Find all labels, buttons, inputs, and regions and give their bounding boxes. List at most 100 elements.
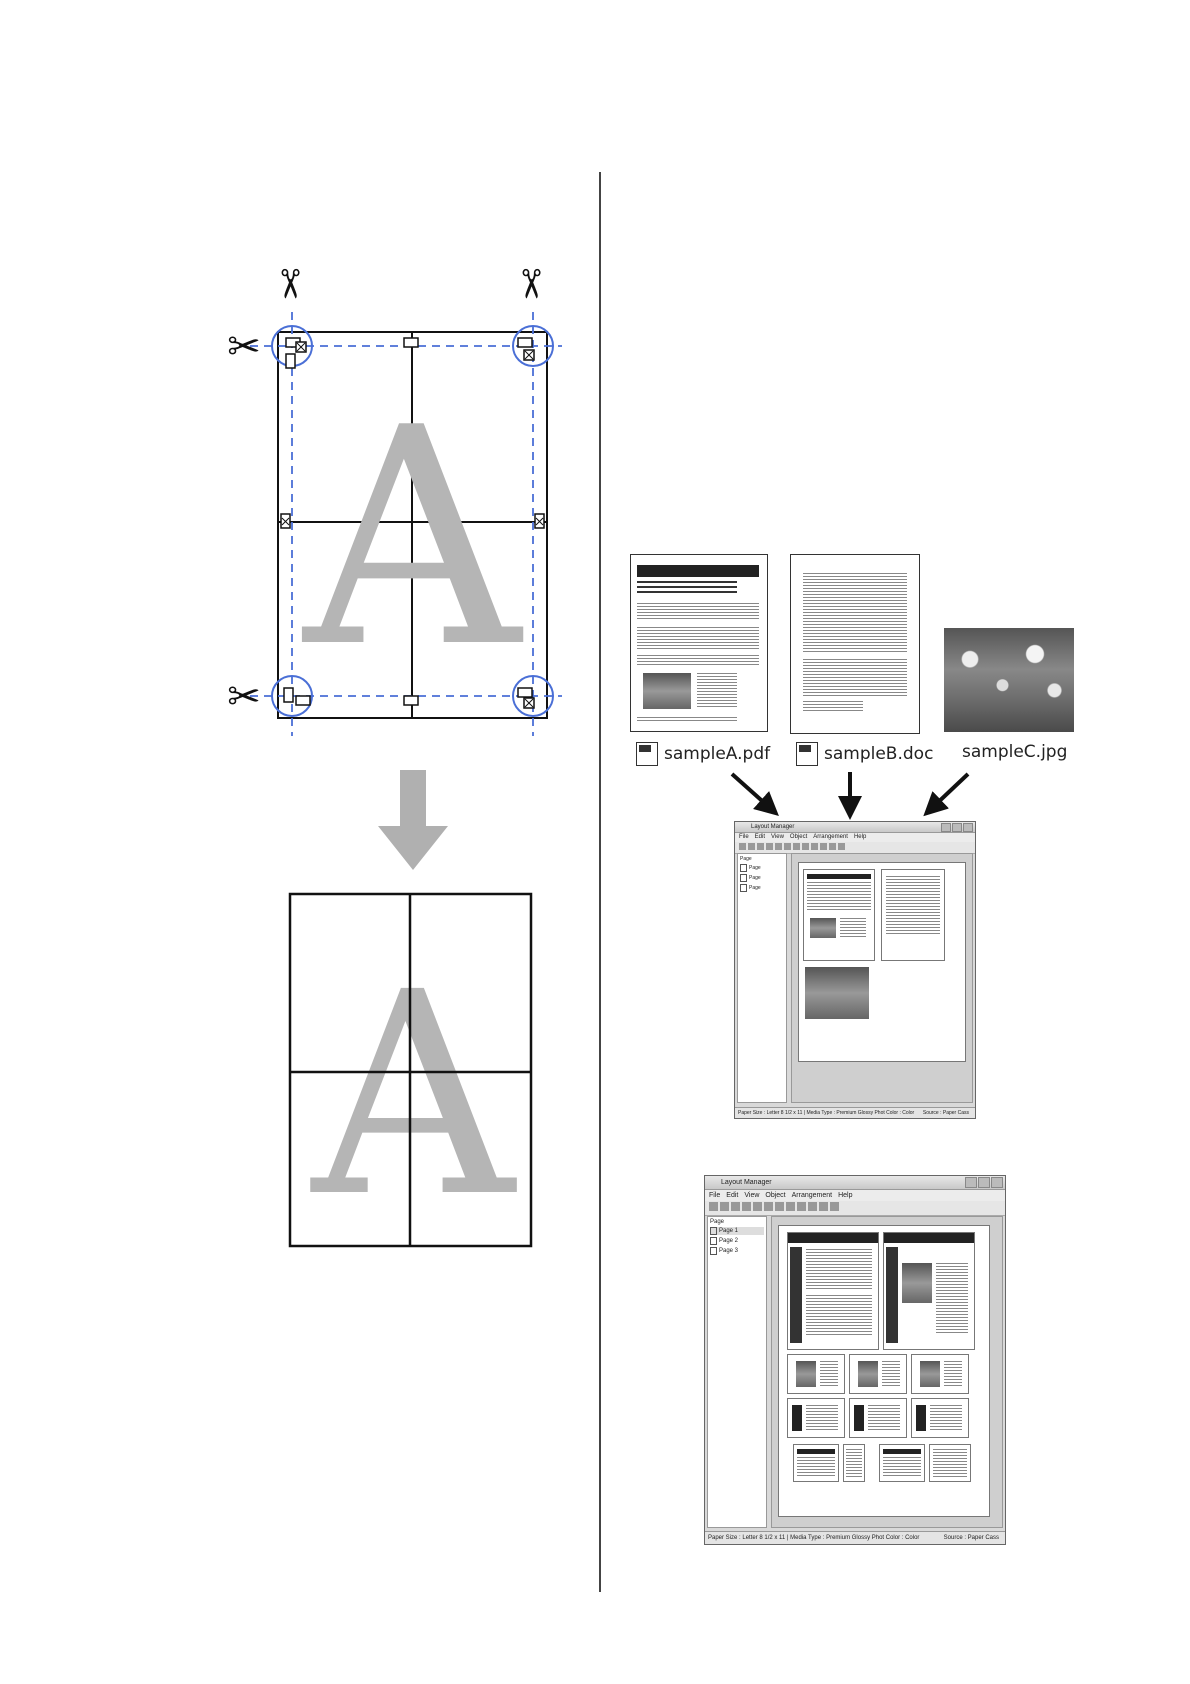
placed-thumb[interactable] [843,1444,865,1482]
tool-icon[interactable] [764,1202,773,1211]
page-list-item[interactable]: Page [740,884,784,892]
maximize-icon[interactable] [978,1177,990,1188]
tool-icon[interactable] [775,843,782,850]
print-sheet [778,1225,990,1517]
arrow-icon [923,772,970,817]
print-sheet [798,862,966,1062]
file-name-c: sampleC.jpg [962,742,1068,762]
status-bar: Paper Size : Letter 8 1/2 x 11 | Media T… [705,1531,1005,1544]
tool-icon[interactable] [786,1202,795,1211]
letter-a-glyph: A [308,933,518,1252]
close-icon[interactable] [991,1177,1003,1188]
tool-icon[interactable] [720,1202,729,1211]
assembled-poster: A [288,892,533,1252]
flow-arrows [730,772,970,820]
page-list-item[interactable]: Page 2 [710,1237,764,1245]
tool-icon[interactable] [753,1202,762,1211]
tool-icon[interactable] [811,843,818,850]
window-titlebar: Layout Manager [705,1176,1005,1190]
tool-icon[interactable] [709,1202,718,1211]
file-label-jpg: sampleC.jpg [962,742,1067,762]
close-icon[interactable] [963,823,973,832]
placed-thumb[interactable] [879,1444,925,1482]
status-text: Paper Size : Letter 8 1/2 x 11 | Media T… [738,1110,915,1116]
menu-file[interactable]: File [709,1192,721,1199]
window-title: Layout Manager [721,1179,772,1186]
menu-bar: File Edit View Object Arrangement Help [735,833,975,842]
tool-icon[interactable] [739,843,746,850]
tool-icon[interactable] [797,1202,806,1211]
menu-help[interactable]: Help [838,1192,853,1199]
svg-text:✂: ✂ [227,324,261,370]
placed-thumb[interactable] [787,1398,845,1438]
tool-icon[interactable] [766,843,773,850]
sample-doc-thumbnail [790,554,920,734]
letter-a-glyph: A [299,364,524,713]
svg-text:✂: ✂ [507,267,553,301]
menu-object[interactable]: Object [789,834,808,840]
menu-arrangement[interactable]: Arrangement [813,834,848,840]
placed-doc[interactable] [881,869,945,961]
page-list-item[interactable]: Page [740,864,784,872]
placed-jpg[interactable] [805,967,869,1019]
placed-thumb[interactable] [911,1354,969,1394]
page-panel: Page Page 1 Page 2 Page 3 [707,1216,767,1528]
page-list-item[interactable]: Page 1 [710,1227,764,1235]
menu-bar: File Edit View Object Arrangement Help [705,1190,1005,1201]
tool-icon[interactable] [784,843,791,850]
tool-icon[interactable] [742,1202,751,1211]
tool-icon[interactable] [830,1202,839,1211]
page-list-item[interactable]: Page [740,874,784,882]
menu-edit[interactable]: Edit [754,834,766,840]
placed-thumb[interactable] [787,1354,845,1394]
menu-view[interactable]: View [744,1192,760,1199]
status-text: Paper Size : Letter 8 1/2 x 11 | Media T… [708,1535,920,1541]
column-divider [599,172,601,1592]
placed-brochure-page[interactable] [787,1232,879,1350]
scissors-icon: ✂ ✂ ✂ ✂ [227,267,553,720]
tool-icon[interactable] [820,843,827,850]
registration-crosses [281,342,544,708]
menu-file[interactable]: File [739,834,749,840]
sample-jpg-photo [944,628,1074,732]
placed-thumb[interactable] [793,1444,839,1482]
file-name-a: sampleA.pdf [664,744,771,764]
placed-brochure-page[interactable] [883,1232,975,1350]
menu-arrangement[interactable]: Arrangement [791,1192,833,1199]
page-list-item[interactable]: Page 3 [710,1247,764,1255]
file-label-doc: sampleB.doc [796,742,933,766]
placed-thumb[interactable] [929,1444,971,1482]
placed-thumb[interactable] [849,1354,907,1394]
arrow-icon [730,772,779,817]
page-panel-title: Page [740,856,752,862]
status-bar: Paper Size : Letter 8 1/2 x 11 | Media T… [735,1107,975,1118]
menu-edit[interactable]: Edit [726,1192,739,1199]
window-title: Layout Manager [751,824,795,830]
maximize-icon[interactable] [952,823,962,832]
menu-view[interactable]: View [771,834,784,840]
svg-text:✂: ✂ [266,267,312,301]
tool-icon[interactable] [802,843,809,850]
layout-canvas[interactable] [771,1216,1003,1528]
placed-thumb[interactable] [911,1398,969,1438]
minimize-icon[interactable] [965,1177,977,1188]
svg-text:✂: ✂ [227,674,261,720]
poster-tiling-diagram: A ✂ ✂ ✂ ✂ [227,267,562,736]
tool-icon[interactable] [808,1202,817,1211]
tool-icon[interactable] [731,1202,740,1211]
tool-icon[interactable] [819,1202,828,1211]
page-panel: Page Page Page Page [737,853,787,1103]
menu-help[interactable]: Help [853,834,867,840]
minimize-icon[interactable] [941,823,951,832]
tool-icon[interactable] [838,843,845,850]
layout-canvas[interactable] [791,853,973,1103]
tool-icon[interactable] [829,843,836,850]
tool-icon[interactable] [775,1202,784,1211]
tool-icon[interactable] [793,843,800,850]
tool-icon[interactable] [757,843,764,850]
placed-pdf[interactable] [803,869,875,961]
corner-markers [271,325,554,717]
tool-icon[interactable] [748,843,755,850]
menu-object[interactable]: Object [765,1192,786,1199]
placed-thumb[interactable] [849,1398,907,1438]
